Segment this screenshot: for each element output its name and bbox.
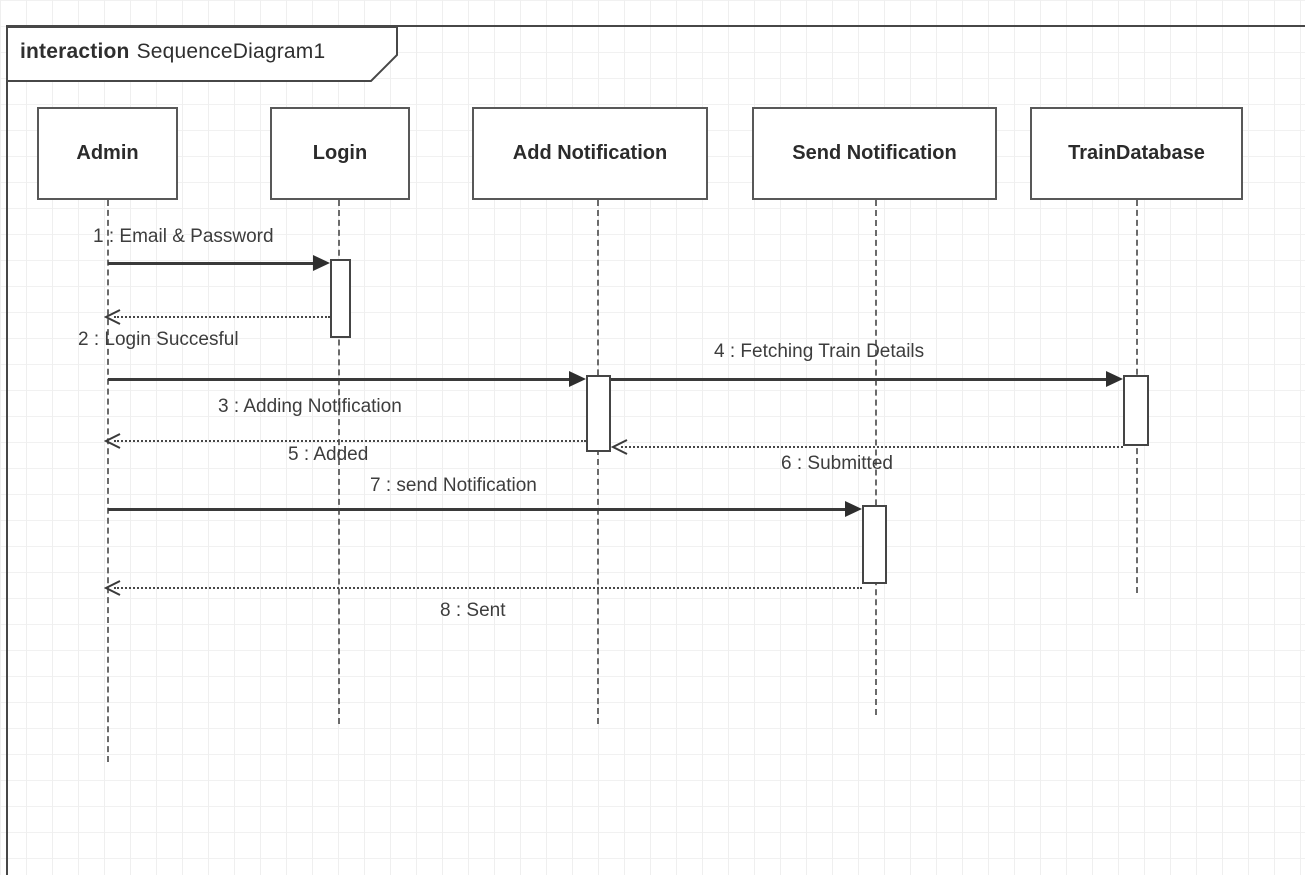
lifeline-admin: [107, 200, 109, 762]
frame-top-border: [6, 25, 1305, 27]
message-7-arrowhead-icon: [845, 501, 862, 517]
message-1-arrowhead-icon: [313, 255, 330, 271]
message-1-label: 1 : Email & Password: [93, 226, 274, 247]
message-3-line: [108, 378, 571, 381]
message-8-arrowhead-icon: [103, 580, 122, 596]
lifeline-add-notification: [597, 200, 599, 724]
lifeline-label: Add Notification: [512, 142, 668, 164]
lifeline-label: TrainDatabase: [1068, 142, 1205, 164]
activation-train-database: [1123, 375, 1149, 446]
frame-title: interaction SequenceDiagram1: [20, 40, 325, 64]
lifeline-login: [338, 200, 340, 724]
message-8-label: 8 : Sent: [440, 600, 506, 621]
lifeline-head-add-notification: Add Notification: [472, 107, 708, 200]
lifeline-label: Login: [312, 142, 368, 164]
message-2-arrowhead-icon: [103, 309, 122, 325]
message-6-line: [621, 446, 1123, 448]
message-5-label: 5 : Added: [288, 444, 369, 465]
frame-left-border: [6, 25, 8, 875]
activation-login: [330, 259, 351, 338]
message-6-arrowhead-icon: [610, 439, 629, 455]
message-2-label: 2 : Login Succesful: [78, 329, 239, 350]
lifeline-head-admin: Admin: [37, 107, 178, 200]
message-3-arrowhead-icon: [569, 371, 586, 387]
message-4-line: [611, 378, 1106, 381]
message-4-arrowhead-icon: [1106, 371, 1123, 387]
frame-keyword: interaction: [20, 40, 130, 63]
message-7-label: 7 : send Notification: [370, 475, 537, 496]
message-3-label: 3 : Adding Notification: [218, 396, 402, 417]
frame-tab-pentagon-icon: [6, 26, 398, 82]
message-4-label: 4 : Fetching Train Details: [714, 341, 925, 362]
lifeline-head-train-database: TrainDatabase: [1030, 107, 1243, 200]
activation-send-notification: [862, 505, 887, 584]
message-5-arrowhead-icon: [103, 433, 122, 449]
lifeline-label: Send Notification: [792, 142, 957, 164]
message-6-label: 6 : Submitted: [781, 453, 893, 474]
lifeline-head-login: Login: [270, 107, 410, 200]
message-8-line: [114, 587, 862, 589]
lifeline-send-notification: [875, 200, 877, 715]
message-2-line: [114, 316, 330, 318]
frame-label-tab: interaction SequenceDiagram1: [6, 26, 400, 83]
frame-name: SequenceDiagram1: [136, 40, 326, 63]
lifeline-head-send-notification: Send Notification: [752, 107, 997, 200]
message-1-line: [108, 262, 315, 265]
message-5-line: [114, 440, 586, 442]
activation-add-notification: [586, 375, 611, 452]
message-7-line: [108, 508, 847, 511]
lifeline-label: Admin: [76, 142, 139, 164]
